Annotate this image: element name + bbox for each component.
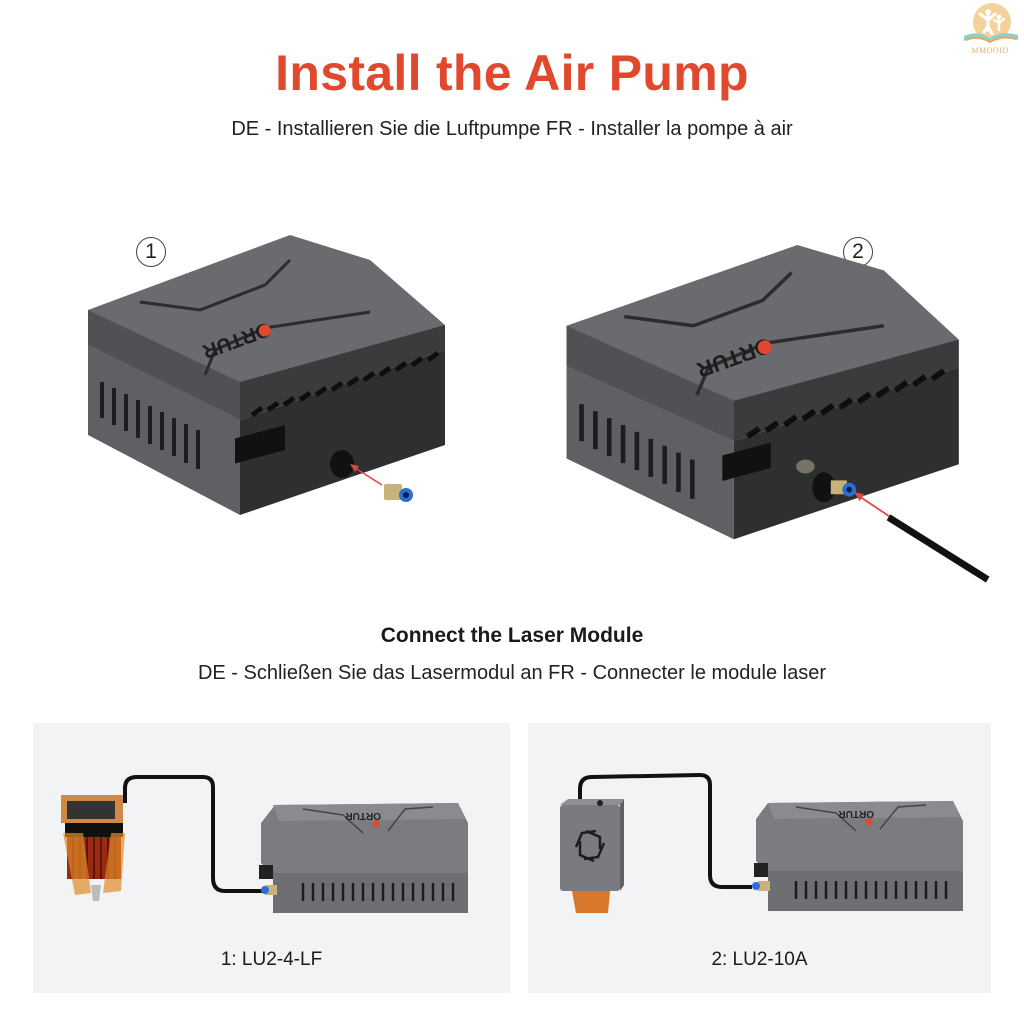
page-title: Install the Air Pump xyxy=(275,45,749,101)
section-subtitle: DE - Schließen Sie das Lasermodul an FR … xyxy=(197,662,827,684)
lu2-4-lf-laser-module-icon: ORTUR xyxy=(61,775,468,913)
section-title: Connect the Laser Module xyxy=(380,624,644,647)
svg-text:ORTUR: ORTUR xyxy=(838,808,874,819)
laser-module-panel-lu2-10a: ORTUR 2: LU2-10A xyxy=(528,723,991,993)
logo-text: MMOOID xyxy=(971,46,1009,55)
svg-text:ORTUR: ORTUR xyxy=(345,810,381,821)
lu2-10a-laser-module-icon: ORTUR xyxy=(560,772,963,913)
air-pump-with-fitting-icon: ORTUR xyxy=(88,235,445,515)
page-subtitle: DE - Installieren Sie die Luftpumpe FR -… xyxy=(231,118,793,140)
air-pump-with-hose-icon: ORTUR xyxy=(566,245,990,583)
reading-children-book-icon xyxy=(964,3,1018,44)
panel-caption-lu2-10a: 2: LU2-10A xyxy=(711,949,808,970)
brand-logo: MMOOID xyxy=(958,2,1022,62)
panel-caption-lu2-4-lf: 1: LU2-4-LF xyxy=(220,949,323,970)
step-number-1: 1 xyxy=(136,237,166,267)
laser-module-panel-lu2-4-lf: ORTUR 1: LU2-4-LF xyxy=(33,723,510,993)
